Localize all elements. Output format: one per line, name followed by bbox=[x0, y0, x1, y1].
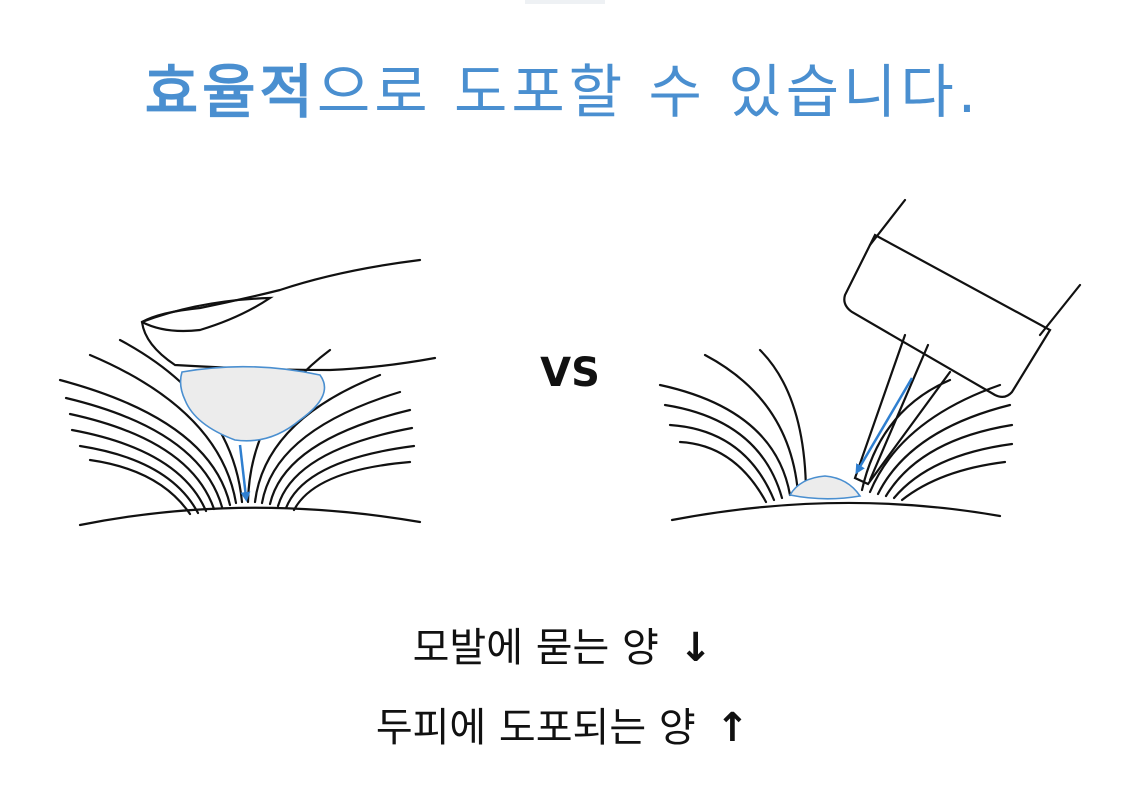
vs-label: VS bbox=[540, 350, 600, 396]
nozzle-application-illustration bbox=[658, 198, 1082, 522]
applicator-cap bbox=[843, 233, 1052, 399]
product-drop-large bbox=[179, 365, 326, 442]
hair-strands-right bbox=[658, 348, 1014, 504]
finger-outline bbox=[140, 258, 437, 372]
headline: 효율적으로 도포할 수 있습니다. bbox=[0, 45, 1125, 129]
comparison-illustration bbox=[58, 198, 1082, 527]
hair-strands-left bbox=[58, 338, 416, 516]
caption-hair-amount: 모발에 묻는 양 ↓ bbox=[0, 615, 1125, 673]
caption-scalp-amount: 두피에 도포되는 양 ↑ bbox=[0, 695, 1125, 753]
caption-scalp-text: 두피에 도포되는 양 bbox=[375, 705, 696, 751]
applicator-body bbox=[868, 198, 1082, 337]
top-edge-mark bbox=[525, 0, 605, 4]
finger-application-illustration bbox=[58, 258, 437, 527]
applicator-nozzle bbox=[853, 333, 952, 486]
scalp-line-left bbox=[78, 506, 422, 527]
applicator-nozzle-inner bbox=[868, 343, 930, 482]
headline-emphasis: 효율적 bbox=[144, 58, 317, 126]
fingernail bbox=[140, 296, 274, 333]
down-arrow-icon: ↓ bbox=[678, 625, 713, 671]
flow-arrow-left bbox=[238, 444, 251, 502]
flow-arrow-right bbox=[855, 377, 914, 475]
headline-rest: 으로 도포할 수 있습니다. bbox=[316, 58, 981, 126]
product-drop-small bbox=[788, 475, 862, 500]
caption-hair-text: 모발에 묻는 양 bbox=[412, 625, 659, 671]
scalp-line-right bbox=[670, 501, 1002, 522]
up-arrow-icon: ↑ bbox=[715, 705, 750, 751]
